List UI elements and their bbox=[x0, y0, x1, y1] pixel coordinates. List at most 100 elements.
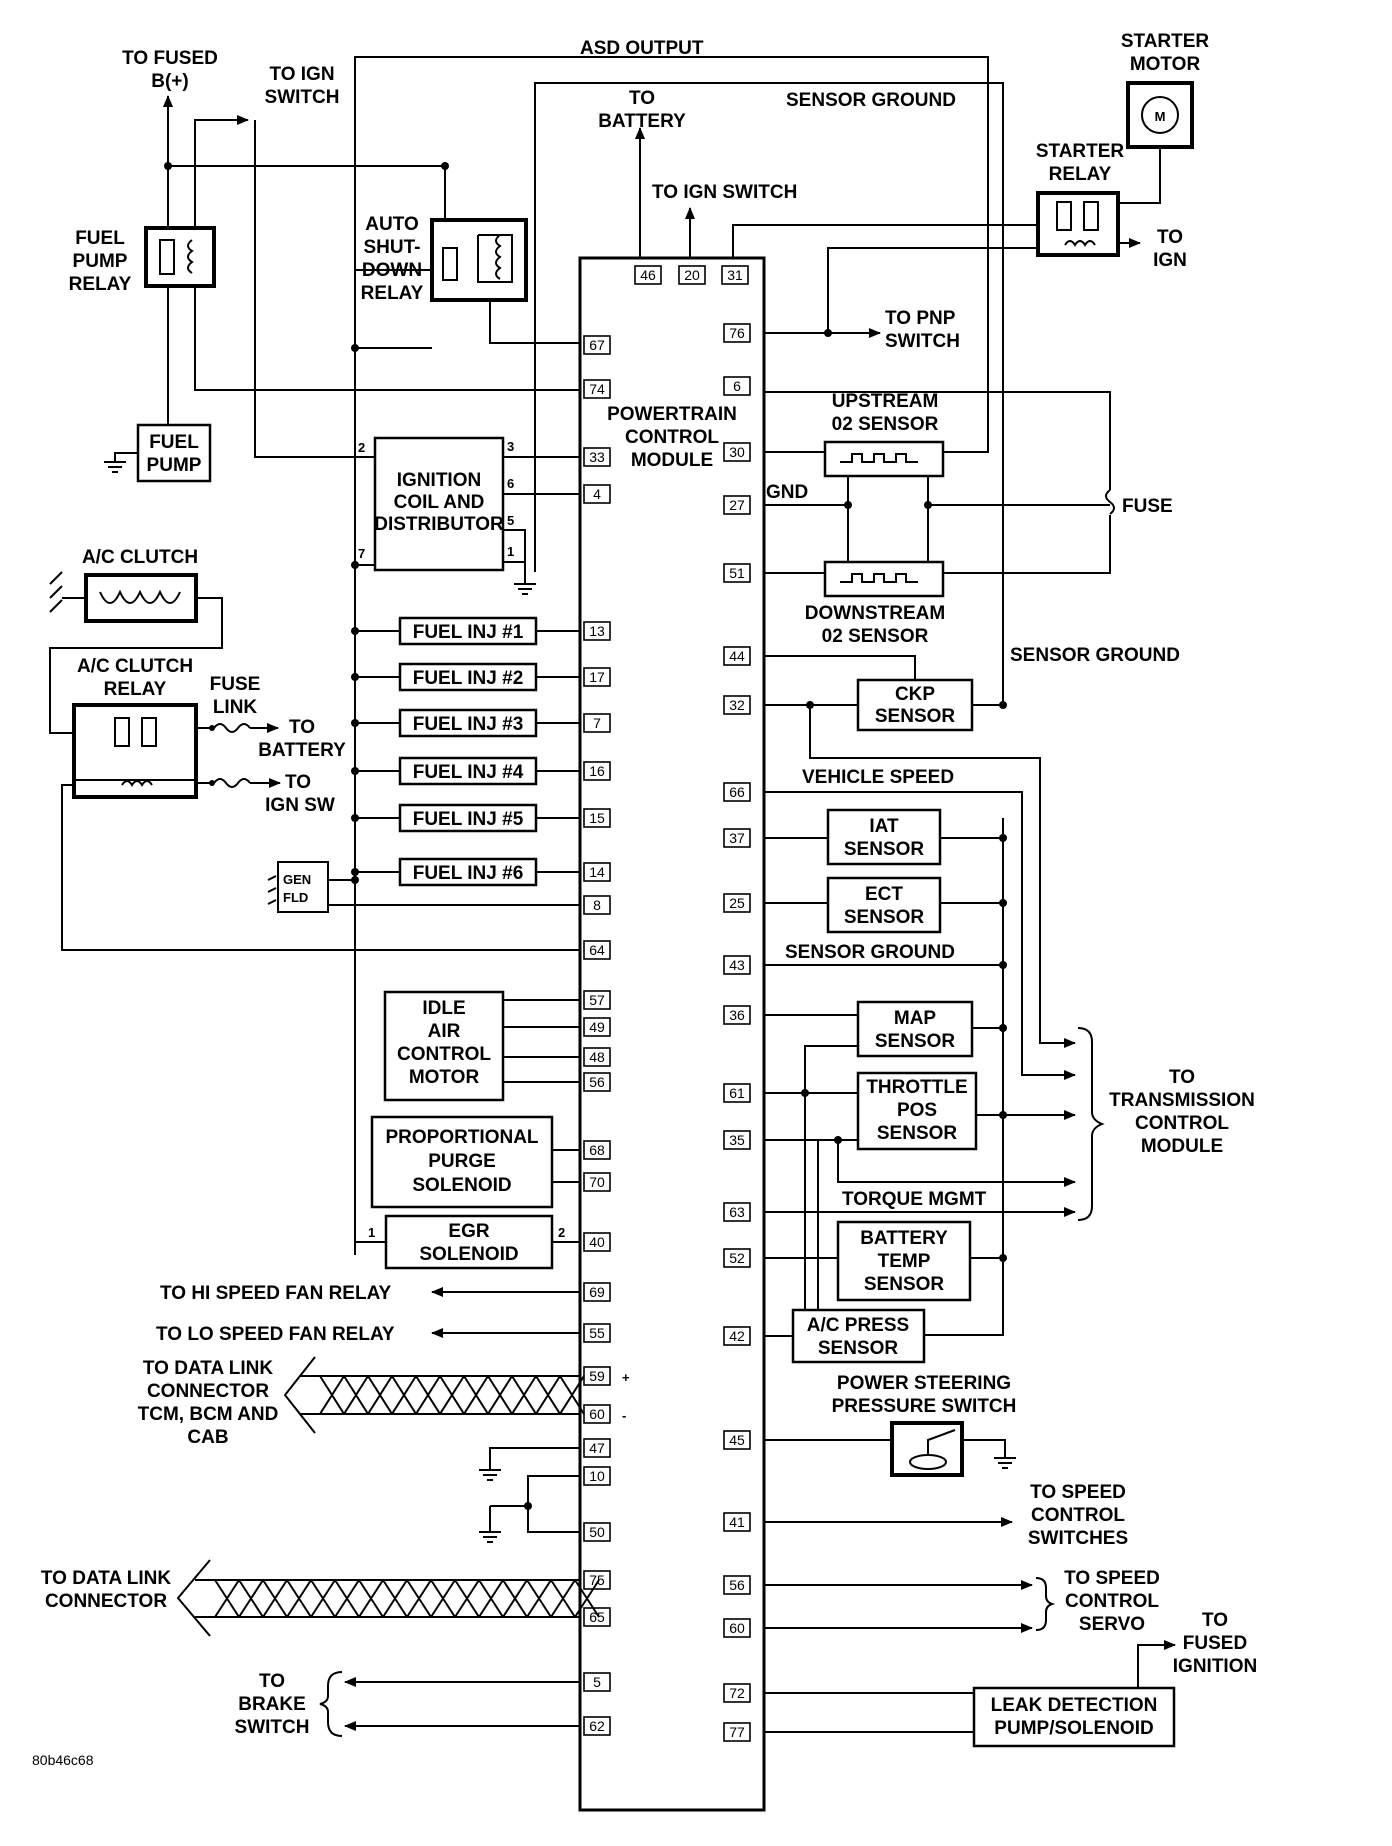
pcm-pin-right-5: 44 bbox=[723, 646, 751, 666]
pin-label: 6 bbox=[733, 378, 741, 394]
ac-clutch-coil-icon bbox=[99, 589, 181, 604]
map-1: MAP bbox=[894, 1008, 937, 1029]
tcm-3: CONTROL bbox=[1135, 1113, 1229, 1134]
motor-symbol: M bbox=[1155, 109, 1166, 124]
fuse-label: FUSE bbox=[1122, 496, 1173, 517]
pcm-pin-right-21: 72 bbox=[723, 1683, 751, 1703]
data-link-2-2: CONNECTOR bbox=[45, 1591, 167, 1612]
figure-id: 80b46c68 bbox=[32, 1752, 94, 1768]
pin-label: 47 bbox=[589, 1440, 605, 1456]
pin-label: 76 bbox=[729, 325, 745, 341]
pcm-pin-right-4: 51 bbox=[723, 563, 751, 583]
pcm-pin-left-16: 68 bbox=[583, 1140, 611, 1160]
top-wiring: ASD OUTPUT SENSOR GROUND TO BATTERY TO I… bbox=[122, 31, 1209, 1255]
pcm-label-1: POWERTRAIN bbox=[607, 404, 737, 425]
pcm-pin-left-2: 33 bbox=[583, 447, 611, 467]
servo-1: TO SPEED bbox=[1064, 1568, 1160, 1589]
pcm-pin-right-18: 41 bbox=[723, 1512, 751, 1532]
data-link-1-bracket bbox=[283, 1356, 316, 1434]
starter-coil-icon bbox=[1064, 240, 1096, 247]
pcm-pin-right-20: 60 bbox=[723, 1618, 751, 1638]
fused-ign-3: IGNITION bbox=[1173, 1656, 1257, 1677]
upstream-2: 02 SENSOR bbox=[832, 414, 939, 435]
pcm-pin-left-24: 10 bbox=[583, 1466, 611, 1486]
egr-pin-1: 1 bbox=[368, 1225, 375, 1240]
ac-clutch-label: A/C CLUTCH bbox=[82, 547, 198, 568]
sensor-ground-low: SENSOR GROUND bbox=[785, 942, 955, 963]
coil-pin-1: 1 bbox=[507, 544, 514, 559]
gen-hatch-icon bbox=[267, 875, 277, 905]
to-battery-top-2: BATTERY bbox=[598, 111, 686, 132]
torque-mgmt-label: TORQUE MGMT bbox=[842, 1189, 987, 1210]
pcm-pin-left-28: 5 bbox=[583, 1672, 611, 1692]
pcm-pin-top-2: 31 bbox=[721, 265, 749, 285]
leak-1: LEAK DETECTION bbox=[991, 1695, 1158, 1716]
fuel-injector-label: FUEL INJ #5 bbox=[413, 809, 524, 830]
ground-icon-47 bbox=[479, 1469, 501, 1481]
ssw-3: SWITCHES bbox=[1028, 1528, 1128, 1549]
asd-relay-2: SHUT- bbox=[364, 237, 421, 258]
pcm-pin-left-19: 69 bbox=[583, 1282, 611, 1302]
actuator-group: IDLE AIR CONTROL MOTOR PROPORTIONAL PURG… bbox=[156, 990, 580, 1345]
pin-label: 14 bbox=[589, 864, 605, 880]
pcm-pin-left-26: 75 bbox=[583, 1570, 611, 1590]
pin-label: 7 bbox=[593, 715, 601, 731]
starter-relay-box bbox=[1036, 191, 1120, 257]
pcm-pin-right-16: 42 bbox=[723, 1326, 751, 1346]
pin-label: 43 bbox=[729, 957, 745, 973]
pin-label: 70 bbox=[589, 1174, 605, 1190]
servo-2: CONTROL bbox=[1065, 1591, 1159, 1612]
pcm-pin-top-0: 46 bbox=[634, 265, 662, 285]
pin-label: 57 bbox=[589, 992, 605, 1008]
fused-ign-2: FUSED bbox=[1183, 1633, 1247, 1654]
tcm-bracket bbox=[1077, 1027, 1105, 1221]
pcm-pin-left-27: 65 bbox=[583, 1607, 611, 1627]
fuel-injector-6: FUEL INJ #6 bbox=[351, 857, 580, 887]
data-link-1-4: CAB bbox=[187, 1427, 228, 1448]
ac-clutch-group: A/C CLUTCH A/C CLUTCH RELAY FUSE LINK TO… bbox=[49, 547, 580, 951]
servo-bracket bbox=[1035, 1577, 1056, 1631]
data-link-1-1: TO DATA LINK bbox=[143, 1358, 273, 1379]
pin-label: 50 bbox=[589, 1524, 605, 1540]
pin-label: 5 bbox=[593, 1674, 601, 1690]
egr-pin-2: 2 bbox=[558, 1225, 565, 1240]
lo-fan-label: TO LO SPEED FAN RELAY bbox=[156, 1324, 395, 1345]
idle-air-control-box bbox=[383, 990, 505, 1102]
fused-ign-1: TO bbox=[1202, 1610, 1228, 1631]
pcm-pin-right-13: 35 bbox=[723, 1130, 751, 1150]
iac-3: CONTROL bbox=[397, 1044, 491, 1065]
pin-label: 33 bbox=[589, 449, 605, 465]
ac-clutch-hatch-icon bbox=[49, 571, 63, 613]
bt-3: SENSOR bbox=[864, 1274, 945, 1295]
sensor-ground-top-label: SENSOR GROUND bbox=[786, 90, 956, 111]
fuel-pump-relay-2: PUMP bbox=[73, 251, 128, 272]
pin-label: 60 bbox=[729, 1620, 745, 1636]
pin-label: 20 bbox=[684, 267, 700, 283]
ssw-1: TO SPEED bbox=[1030, 1482, 1126, 1503]
to-battery-left-1: TO bbox=[289, 717, 315, 738]
pin-label: 10 bbox=[589, 1468, 605, 1484]
pcm-pin-left-10: 8 bbox=[583, 895, 611, 915]
pin-label: 46 bbox=[640, 267, 656, 283]
pcm-pin-left-8: 15 bbox=[583, 808, 611, 828]
pcm-label-2: CONTROL bbox=[625, 427, 719, 448]
pin-label: 35 bbox=[729, 1132, 745, 1148]
fuel-injector-label: FUEL INJ #1 bbox=[413, 622, 524, 643]
bt-2: TEMP bbox=[878, 1251, 931, 1272]
purge-solenoid-box bbox=[370, 1115, 554, 1209]
pin-label: 42 bbox=[729, 1328, 745, 1344]
fuel-injector-label: FUEL INJ #3 bbox=[413, 714, 524, 735]
to-ign-right-2: IGN bbox=[1153, 250, 1187, 271]
brake-1: TO bbox=[259, 1671, 285, 1692]
pcm-pin-left-9: 14 bbox=[583, 862, 611, 882]
gen-label: GEN bbox=[283, 872, 311, 887]
pcm-pin-left-25: 50 bbox=[583, 1522, 611, 1542]
pcm-pin-left-6: 7 bbox=[583, 713, 611, 733]
ignition-coil-box bbox=[373, 436, 505, 572]
data-link-1-3: TCM, BCM AND bbox=[138, 1404, 279, 1425]
coil-ground-icon bbox=[514, 583, 536, 595]
plus-label: + bbox=[622, 1370, 630, 1385]
pcm-pin-right-7: 66 bbox=[723, 782, 751, 802]
starter-motor-label-2: MOTOR bbox=[1130, 54, 1201, 75]
pcm-pin-left-15: 56 bbox=[583, 1072, 611, 1092]
